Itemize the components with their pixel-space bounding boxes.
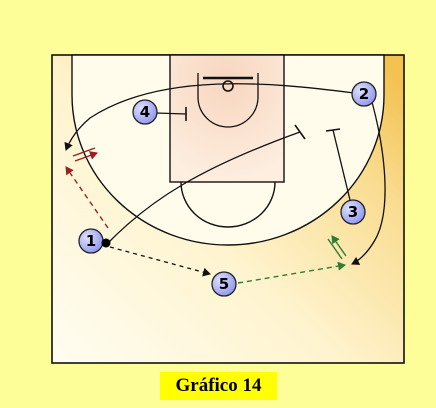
screen-line-player-3 [332,129,351,201]
basket-rim [222,80,234,92]
figure-caption: Gráfico 14 [160,372,277,400]
cut-line-player-2-to-left [64,83,355,151]
handoff-line-a [72,147,96,157]
screen-bar-player-1 [294,124,306,140]
player-3: 3 [340,199,366,225]
player-1-label: 1 [86,232,96,250]
cut-line-player-2-to-right-wing [351,101,386,265]
player-3-marker [340,199,366,225]
free-throw-circle [180,181,276,228]
screen-line-player-4 [155,112,187,115]
player-3-label: 3 [348,203,358,221]
player-2-marker [351,81,377,107]
green-arrow-b [327,238,343,260]
player-1: 1 [78,228,111,254]
player-2: 2 [351,81,377,107]
green-arrow-a [331,235,347,257]
player-5-label: 5 [219,275,229,293]
player-5: 5 [211,271,237,297]
restricted-area-arc [197,73,259,128]
paint-area [169,54,285,183]
screen-bar-player-3 [325,128,341,132]
cut-line-player-1 [107,131,301,244]
player-4-label: 4 [140,103,150,121]
pass-line-player-1-to-left-wing [65,166,109,229]
player-4: 4 [132,99,158,125]
handoff-line-b [74,151,98,162]
ball-icon [101,238,111,248]
player-4-marker [132,99,158,125]
pass-line-player-1-to-5 [109,246,211,277]
player-5-marker [211,271,237,297]
player-2-label: 2 [359,85,369,103]
pass-line-player-5-to-right-wing [237,261,346,284]
